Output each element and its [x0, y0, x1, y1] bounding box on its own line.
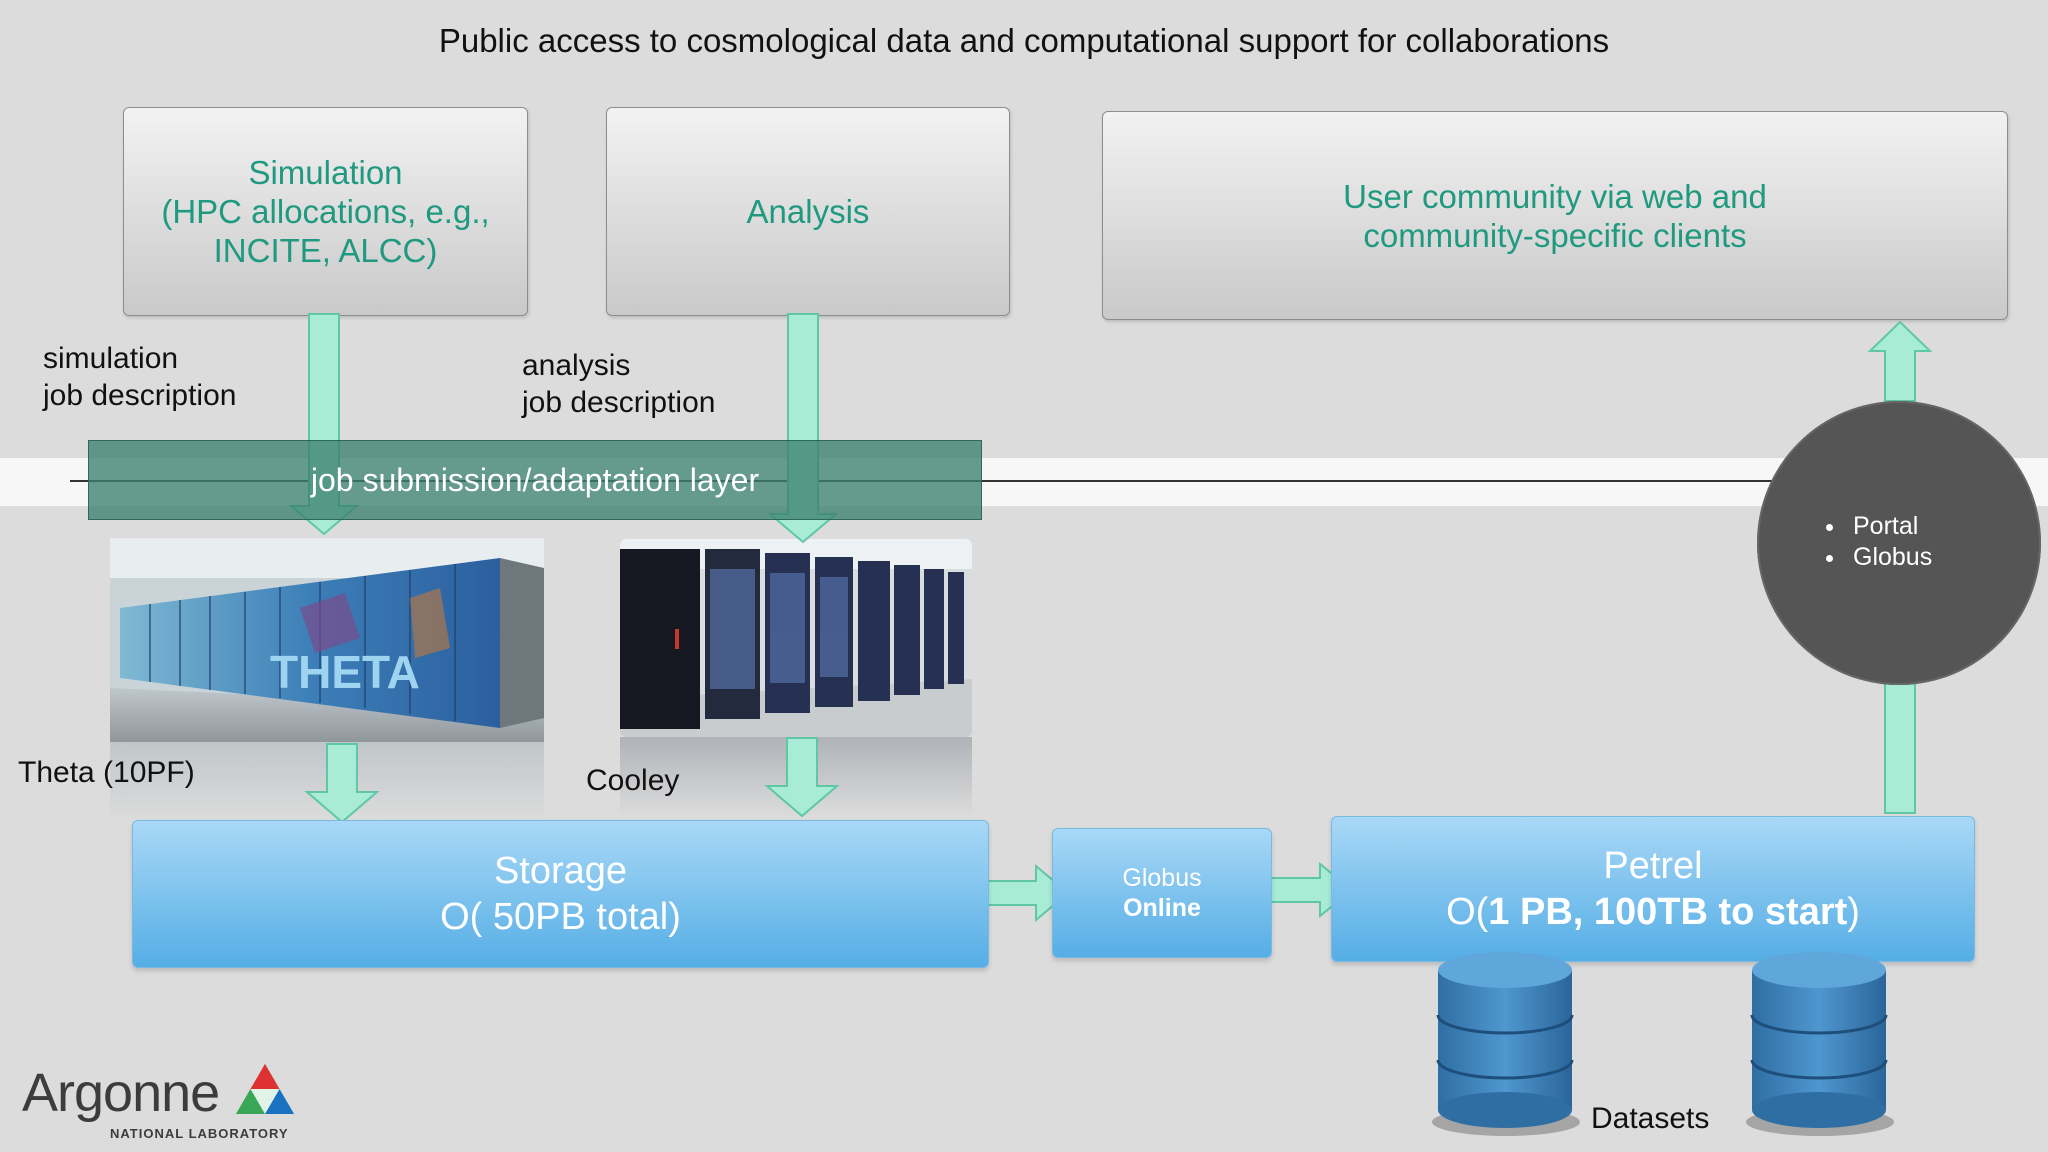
storage-box-line-1: Storage — [493, 850, 628, 892]
storage-box-line-2: O( 50PB total) — [440, 896, 681, 938]
datasets-cylinders — [1432, 952, 1894, 1136]
simulation-box-line-2: (HPC allocations, e.g., — [161, 193, 490, 230]
argonne-triangle-icon — [236, 1064, 294, 1114]
job-submission-layer: job submission/adaptation layer — [88, 440, 982, 520]
petrel-box-line-2: O(1 PB, 100TB to start) — [1446, 889, 1860, 935]
argonne-logo-wordmark: Argonne — [22, 1063, 220, 1123]
datasets-label: Datasets — [1591, 1102, 1710, 1135]
simulation-job-label: simulation job description — [43, 342, 237, 412]
analysis-box-label: Analysis — [746, 193, 870, 230]
portal-globus-circle: Portal Globus — [1757, 401, 2041, 685]
circle-item-portal: Portal — [1847, 511, 1932, 542]
user-community-box: User community via web and community-spe… — [1102, 111, 2008, 320]
portal-globus-list: Portal Globus — [1837, 511, 1932, 573]
theta-label: Theta (10PF) — [18, 756, 195, 789]
theta-photo: THETA — [110, 538, 544, 742]
petrel-suffix: ) — [1847, 891, 1860, 933]
petrel-box-line-1: Petrel — [1603, 845, 1703, 887]
user-community-line-2: community-specific clients — [1363, 216, 1747, 254]
argonne-logo-subtitle: NATIONAL LABORATORY — [110, 1126, 289, 1141]
database-icon-left — [1432, 952, 1580, 1136]
analysis-job-label: analysis job description — [522, 349, 716, 419]
simulation-box-line-3: INCITE, ALCC) — [213, 232, 438, 269]
portal-to-users-arrow — [1867, 320, 1933, 402]
simulation-box-line-1: Simulation — [248, 154, 403, 191]
globus-online-line-2: Online — [1123, 894, 1201, 922]
analysis-box: Analysis — [606, 107, 1010, 316]
storage-box: Storage O( 50PB total) — [132, 820, 989, 968]
cooley-photo — [620, 539, 972, 737]
user-community-line-1: User community via web and — [1343, 177, 1767, 215]
cooley-label: Cooley — [586, 764, 680, 797]
theta-to-storage-arrow — [304, 743, 380, 824]
globus-online-box: Globus Online — [1052, 828, 1272, 958]
job-submission-layer-label: job submission/adaptation layer — [310, 461, 760, 498]
circle-item-globus: Globus — [1847, 542, 1932, 573]
argonne-logo: Argonne NATIONAL LABORATORY — [22, 1062, 312, 1142]
simulation-box: Simulation (HPC allocations, e.g., INCIT… — [123, 107, 528, 316]
database-icon-right — [1746, 952, 1894, 1136]
theta-photo-text: THETA — [270, 646, 420, 698]
slide-title: Public access to cosmological data and c… — [438, 22, 1610, 59]
cooley-to-storage-arrow — [764, 737, 840, 818]
globus-online-line-1: Globus — [1122, 864, 1202, 892]
petrel-to-portal-connector — [1884, 682, 1916, 814]
petrel-prefix: O( — [1446, 891, 1489, 933]
petrel-box: Petrel O(1 PB, 100TB to start) — [1331, 816, 1975, 962]
petrel-capacity: 1 PB, 100TB to start — [1488, 891, 1848, 933]
